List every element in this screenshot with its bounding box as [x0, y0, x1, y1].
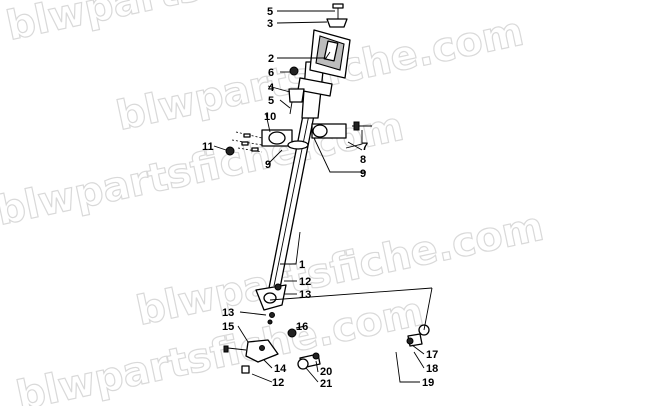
callout-4: 4	[268, 82, 275, 94]
callout-3: 3	[267, 18, 273, 30]
callout-6: 6	[268, 67, 274, 79]
top-bolt	[326, 3, 348, 28]
callout-16: 16	[296, 321, 308, 333]
callout-21: 21	[320, 378, 332, 390]
callout-11: 11	[202, 141, 214, 153]
callout-19: 19	[422, 377, 434, 389]
callout-9-left: 9	[265, 159, 271, 171]
callout-14: 14	[274, 363, 287, 375]
bearing-bracket-left	[261, 129, 293, 147]
callout-17: 17	[426, 349, 438, 361]
watermark-text-3: blwpartsfiche.com	[0, 104, 408, 235]
callout-18: 18	[426, 363, 438, 375]
callout-5-top: 5	[267, 6, 273, 18]
nut-6	[289, 66, 299, 76]
callout-12-upper: 12	[299, 276, 311, 288]
callout-9-right: 9	[360, 168, 366, 180]
lower-pitman-arm	[255, 283, 287, 325]
callout-1: 1	[299, 259, 305, 271]
callout-13-left: 13	[222, 307, 234, 319]
callout-13-right: 13	[299, 289, 311, 301]
bolts-exploded	[225, 131, 263, 156]
leader-lines	[213, 10, 425, 383]
callout-12-lower: 12	[272, 377, 284, 389]
reference-lines	[269, 287, 433, 331]
clamp-4	[288, 88, 305, 115]
callout-7: 7	[362, 141, 368, 153]
callout-10: 10	[264, 111, 276, 123]
callout-20: 20	[320, 366, 332, 378]
tie-rod	[297, 324, 430, 370]
handlebar-mount	[297, 29, 351, 119]
bearing-bracket-right	[311, 121, 372, 139]
callout-2: 2	[268, 53, 274, 65]
bearing-ring	[287, 140, 309, 150]
callout-labels: 5 3 2 6 4 5 10 11 9 7 8 9 1 12 13 13 15 …	[202, 6, 438, 390]
callout-15: 15	[222, 321, 234, 333]
callout-5-clamp: 5	[268, 95, 274, 107]
lower-bracket	[223, 328, 297, 374]
callout-8: 8	[360, 154, 366, 166]
